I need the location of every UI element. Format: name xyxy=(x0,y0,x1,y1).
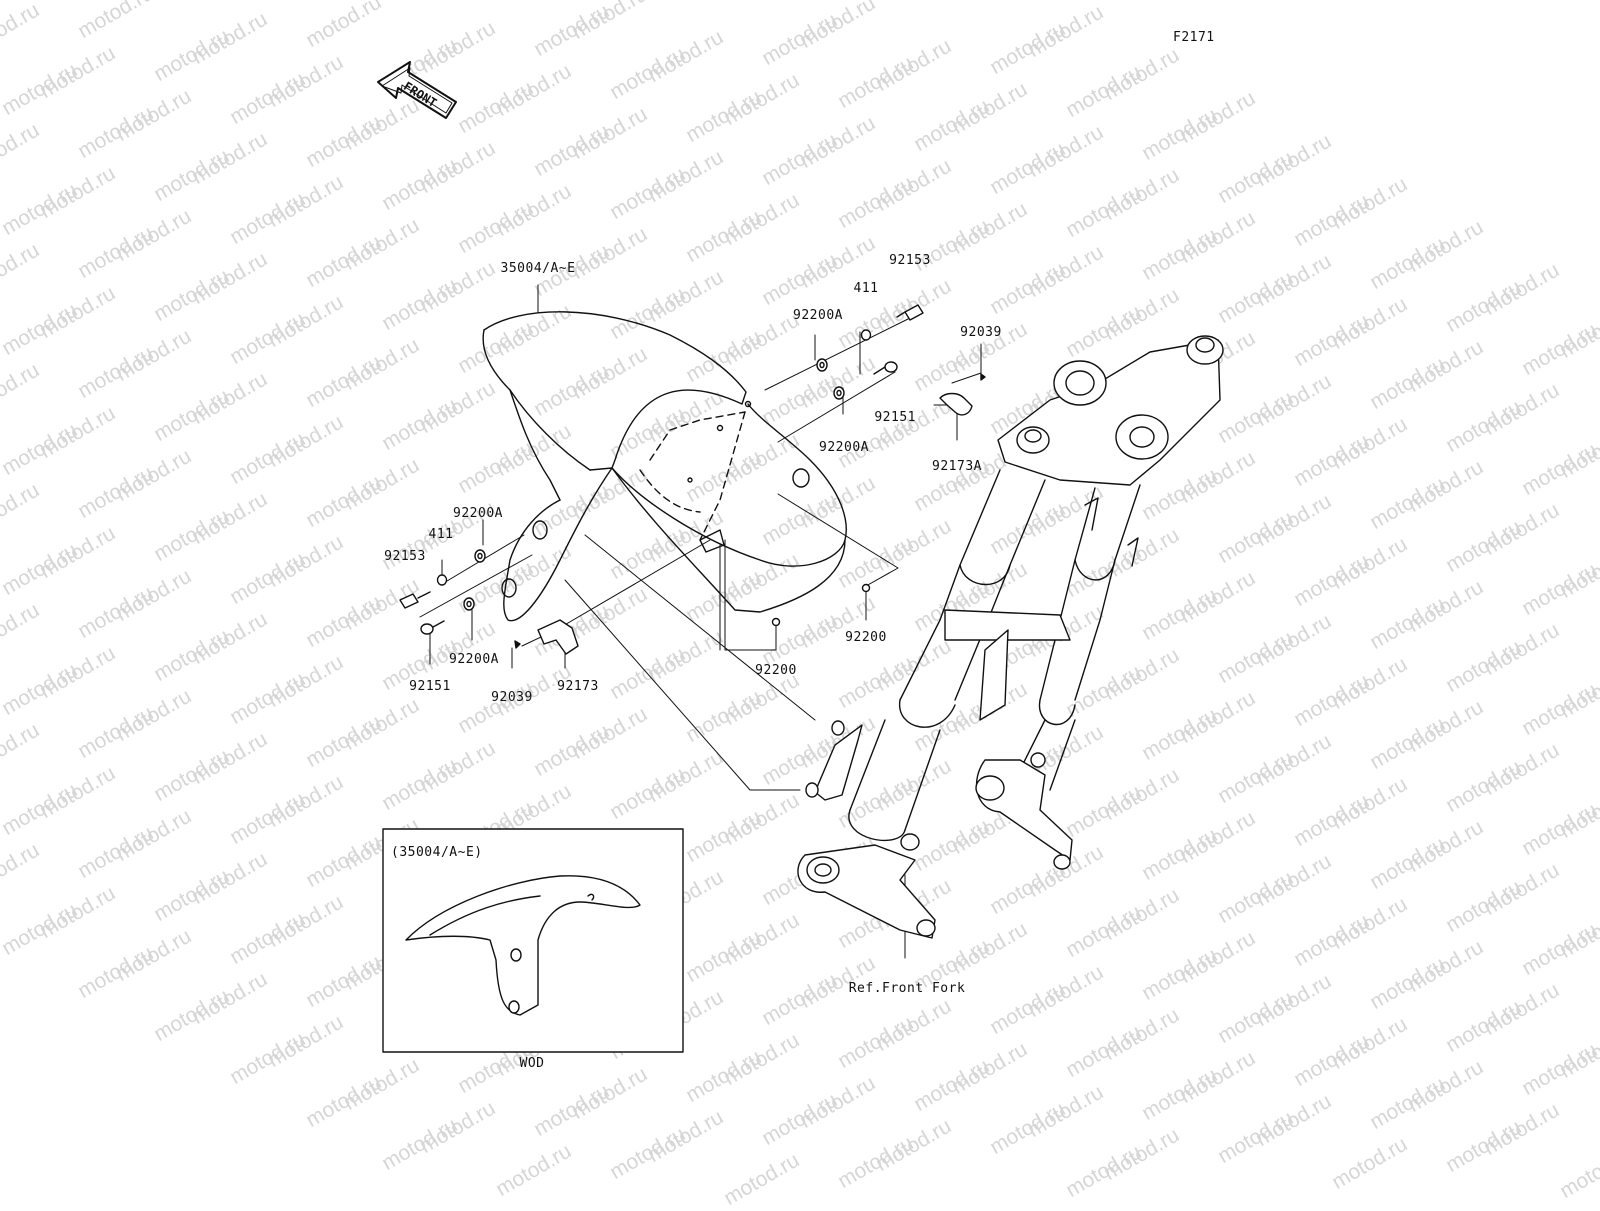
part-label-92153-left[interactable]: 92153 xyxy=(384,549,426,564)
hardware xyxy=(399,304,986,655)
front-arrow-icon: FRONT xyxy=(377,61,457,119)
collar-icon-left-b xyxy=(463,597,475,611)
grommet-icon-center xyxy=(771,617,781,627)
part-label-92151-right[interactable]: 92151 xyxy=(874,410,916,425)
part-label-411-left[interactable]: 411 xyxy=(428,527,454,542)
part-label-92200-center[interactable]: 92200 xyxy=(755,663,797,678)
bolt-icon-right xyxy=(873,361,898,375)
part-label-411-top[interactable]: 411 xyxy=(853,281,879,296)
part-label-92153-top[interactable]: 92153 xyxy=(889,253,931,268)
bolt-icon-left xyxy=(399,591,431,609)
reference-label[interactable]: Ref.Front Fork xyxy=(848,981,966,996)
washer-icon-top-right xyxy=(860,329,872,341)
part-label-92200a-left-a[interactable]: 92200A xyxy=(453,506,503,521)
bolt-icon-left-lower xyxy=(420,620,445,635)
screw-icon-left xyxy=(514,640,521,649)
diagram-code: F2171 xyxy=(1173,30,1215,45)
part-label-92200a-left-b[interactable]: 92200A xyxy=(449,652,499,667)
front-fork xyxy=(797,335,1224,939)
washer-icon-left xyxy=(436,574,448,586)
part-label-92039-right[interactable]: 92039 xyxy=(960,325,1002,340)
part-label-92200a-top-a[interactable]: 92200A xyxy=(793,308,843,323)
clamp-icon-right xyxy=(939,392,973,416)
screw-icon-right xyxy=(980,373,986,381)
inset-title: (35004/A~E) xyxy=(391,845,483,860)
part-label-92200a-top-b[interactable]: 92200A xyxy=(819,440,869,455)
inset-caption: WOD xyxy=(519,1056,545,1071)
collar-icon-left-a xyxy=(474,549,486,563)
grommet-icon-right xyxy=(861,583,871,593)
collar-icon-top-right-b xyxy=(833,386,845,400)
part-label-92039-left[interactable]: 92039 xyxy=(491,690,533,705)
part-label-92151-left[interactable]: 92151 xyxy=(409,679,451,694)
part-label-fender[interactable]: 35004/A~E xyxy=(500,261,576,276)
bolt-icon-top-right xyxy=(896,304,924,321)
part-label-92200-right[interactable]: 92200 xyxy=(845,630,887,645)
inset-box xyxy=(382,828,684,1053)
clamp-icon-left xyxy=(537,619,579,655)
front-fender xyxy=(482,311,847,622)
part-label-92173[interactable]: 92173 xyxy=(557,679,599,694)
part-label-92173a[interactable]: 92173A xyxy=(932,459,982,474)
collar-icon-top-right-a xyxy=(816,358,828,372)
